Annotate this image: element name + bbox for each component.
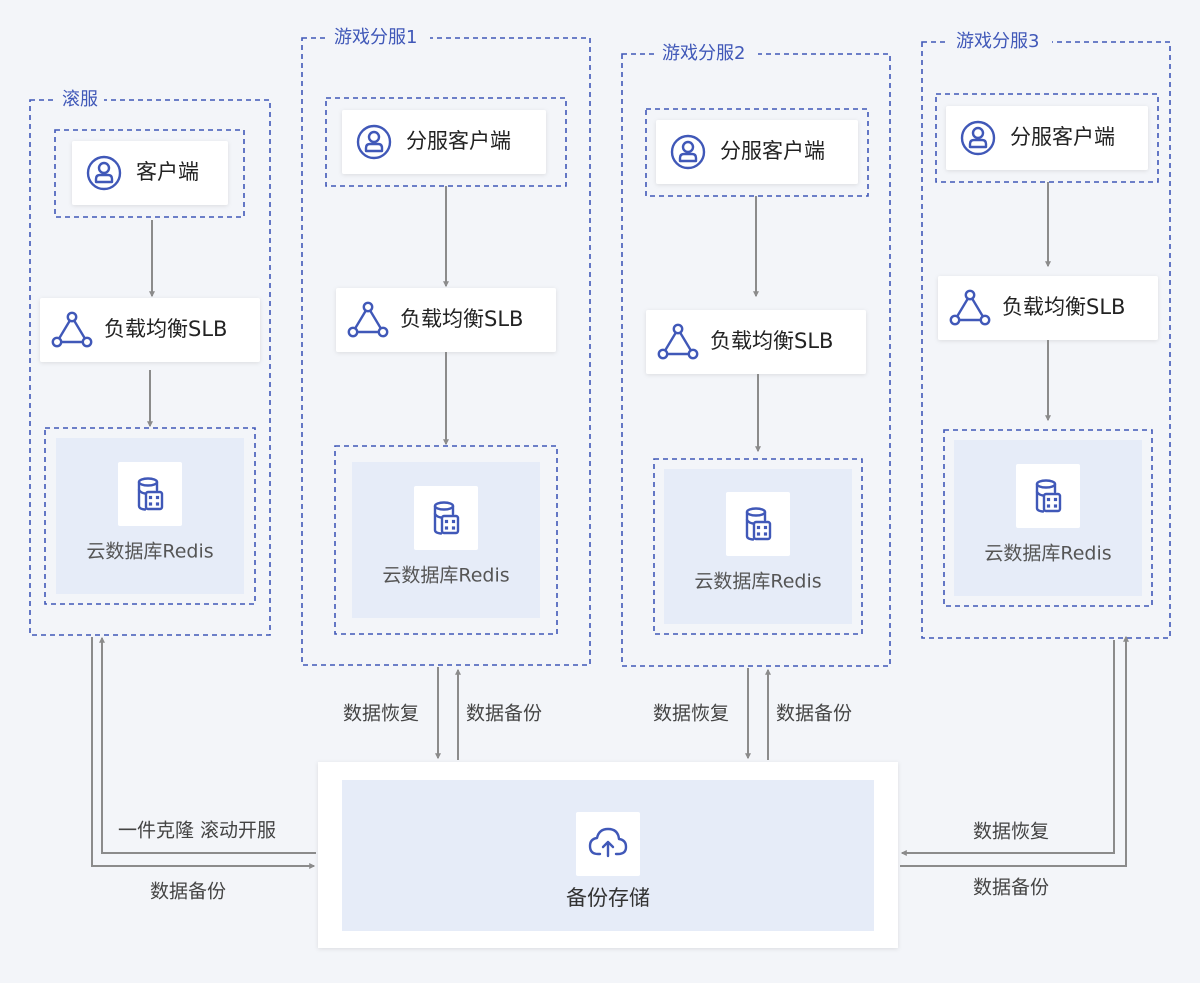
label-backup-shard-1: 数据备份 <box>466 703 542 725</box>
user-icon <box>670 134 706 170</box>
client-group-border <box>935 93 1159 183</box>
slb-card <box>40 298 260 362</box>
slb-card <box>336 288 556 352</box>
client-label: 分服客户端 <box>1010 125 1115 149</box>
label-restore-shard-2: 数据恢复 <box>653 703 729 725</box>
backup-storage: 备份存储 <box>318 762 898 948</box>
load-balancer-icon <box>347 301 389 338</box>
redis-group-border <box>943 429 1153 607</box>
slb-label: 负载均衡SLB <box>400 307 523 331</box>
redis-icon-tile <box>1016 464 1080 528</box>
redis-icon-tile <box>118 462 182 526</box>
cluster-border <box>301 37 591 666</box>
database-icon <box>137 477 164 511</box>
client-group-border <box>645 108 869 197</box>
redis-group-border <box>653 458 863 635</box>
database-icon <box>1035 479 1062 513</box>
database-icon <box>433 501 460 535</box>
label-restore-shard-1: 数据恢复 <box>343 703 419 725</box>
cluster-title: 游戏分服2 <box>662 43 745 64</box>
label-restore-shard-3: 数据恢复 <box>973 821 1049 843</box>
client-group-border <box>325 97 567 187</box>
user-icon <box>960 120 996 156</box>
client-card <box>72 141 228 205</box>
user-icon <box>86 155 122 191</box>
label-backup-shard-3: 数据备份 <box>973 877 1049 899</box>
cluster-title: 游戏分服3 <box>956 31 1039 52</box>
load-balancer-icon <box>657 323 699 360</box>
client-card <box>946 106 1148 170</box>
client-label: 客户端 <box>136 160 199 184</box>
cluster-border <box>29 99 271 636</box>
user-icon <box>356 124 392 160</box>
slb-card <box>646 310 866 374</box>
client-card <box>656 120 858 184</box>
client-label: 分服客户端 <box>406 129 511 153</box>
arrow-restore-shard-3 <box>900 640 1115 856</box>
arrow-backup-shard-3 <box>900 635 1129 867</box>
client-label: 分服客户端 <box>720 139 825 163</box>
slb-label: 负载均衡SLB <box>1002 295 1125 319</box>
label-backup-shard-2: 数据备份 <box>776 703 852 725</box>
arrow-clone-to-gunfu <box>99 636 316 854</box>
redis-icon-tile <box>726 492 790 556</box>
client-card <box>342 110 546 174</box>
cluster-title: 游戏分服1 <box>334 27 417 48</box>
cluster-border <box>621 53 891 667</box>
redis-label: 云数据库Redis <box>86 541 213 563</box>
label-clone-rolling: 一件克隆 滚动开服 <box>118 820 276 842</box>
cloud-upload-icon <box>588 827 628 858</box>
arrow-backup-from-gunfu <box>91 637 316 869</box>
redis-group-border <box>44 427 256 605</box>
cluster-title: 滚服 <box>62 89 98 110</box>
load-balancer-icon <box>949 289 991 326</box>
storage-label: 备份存储 <box>566 886 650 910</box>
redis-group-border <box>334 445 558 635</box>
cluster-border <box>921 41 1171 639</box>
database-icon <box>745 507 772 541</box>
slb-card <box>938 276 1158 340</box>
slb-label: 负载均衡SLB <box>710 329 833 353</box>
label-backup-gunfu: 数据备份 <box>150 881 226 903</box>
redis-icon-tile <box>414 486 478 550</box>
client-group-border <box>54 129 245 218</box>
redis-label: 云数据库Redis <box>382 565 509 587</box>
redis-label: 云数据库Redis <box>694 571 821 593</box>
redis-label: 云数据库Redis <box>984 543 1111 565</box>
slb-label: 负载均衡SLB <box>104 317 227 341</box>
load-balancer-icon <box>51 311 93 348</box>
